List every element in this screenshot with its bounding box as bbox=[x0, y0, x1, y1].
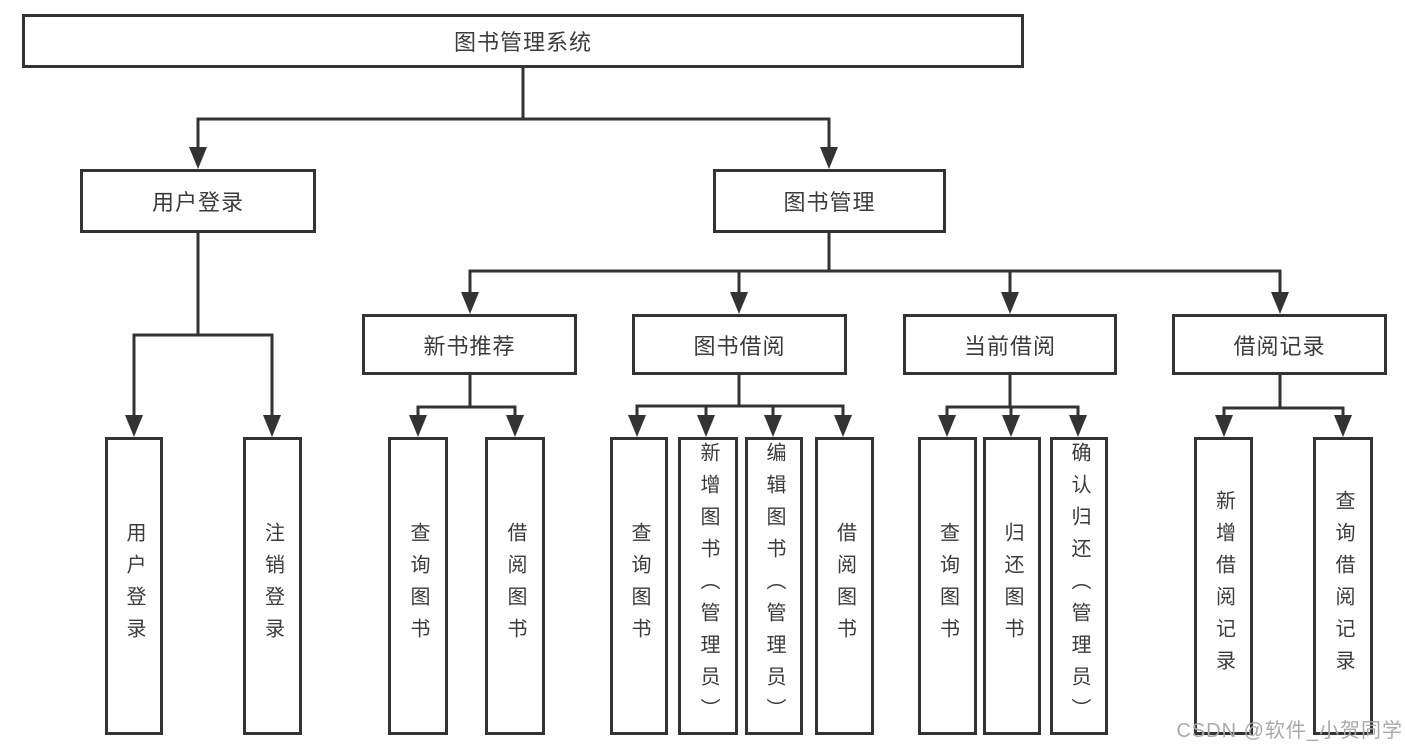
leaf-user-login: 用户登录 bbox=[105, 437, 163, 735]
leaf-borrow-books: 借阅图书 bbox=[815, 437, 874, 735]
leaf-query-books-borrow: 查询图书 bbox=[610, 437, 668, 735]
node-label: 借阅记录 bbox=[1233, 333, 1326, 359]
node-label: 查询图书 bbox=[407, 522, 429, 650]
connector-newbook-branch bbox=[416, 373, 517, 427]
arrow-icon bbox=[938, 415, 956, 437]
arrow-icon bbox=[820, 147, 838, 169]
arrow-icon bbox=[697, 415, 715, 437]
node-label: 注销登录 bbox=[261, 522, 284, 650]
csdn-watermark: CSDN @软件_小贺同学 bbox=[1176, 720, 1403, 742]
node-user-login-module: 用户登录 bbox=[80, 169, 316, 233]
node-borrowing-records: 借阅记录 bbox=[1172, 314, 1387, 375]
connector-bookmgmt-branch bbox=[468, 231, 1282, 304]
leaf-query-borrow-record: 查询借阅记录 bbox=[1313, 437, 1373, 735]
node-label: 用户登录 bbox=[123, 522, 145, 650]
leaf-query-books-current: 查询图书 bbox=[918, 437, 977, 735]
node-label: 用户登录 bbox=[151, 190, 244, 215]
leaf-query-books-recommend: 查询图书 bbox=[388, 437, 448, 735]
leaf-add-books-admin: 新增图书（管理员） bbox=[678, 437, 738, 735]
leaf-borrow-books-recommend: 借阅图书 bbox=[485, 437, 545, 735]
node-book-borrowing: 图书借阅 bbox=[632, 314, 847, 375]
node-label: 图书借阅 bbox=[693, 333, 786, 359]
arrow-icon bbox=[1001, 292, 1019, 314]
node-label: 新增图书（管理员） bbox=[697, 442, 719, 730]
arrowheads bbox=[125, 147, 1352, 437]
arrow-icon bbox=[1215, 415, 1233, 437]
arrow-icon bbox=[263, 415, 281, 437]
connector-borrow-branch bbox=[635, 373, 845, 427]
node-label: 图书管理 bbox=[783, 190, 876, 215]
arrow-icon bbox=[1002, 415, 1020, 437]
node-label: 图书管理系统 bbox=[453, 30, 592, 55]
leaf-confirm-return-admin: 确认归还（管理员） bbox=[1050, 437, 1108, 735]
arrow-icon bbox=[506, 415, 524, 437]
leaf-return-books: 归还图书 bbox=[983, 437, 1041, 735]
arrow-icon bbox=[834, 415, 852, 437]
node-label: 新书推荐 bbox=[423, 333, 516, 359]
node-label: 当前借阅 bbox=[963, 333, 1056, 359]
arrow-icon bbox=[628, 415, 646, 437]
node-label: 确认归还（管理员） bbox=[1068, 442, 1090, 730]
node-label: 借阅图书 bbox=[833, 522, 856, 650]
node-label: 新增借阅记录 bbox=[1212, 490, 1235, 682]
node-new-book-recommend: 新书推荐 bbox=[362, 314, 577, 375]
arrow-icon bbox=[1069, 415, 1087, 437]
arrow-icon bbox=[125, 415, 143, 437]
arrow-icon bbox=[764, 415, 782, 437]
node-label: 查询图书 bbox=[628, 522, 650, 650]
connector-userlogin-branch bbox=[132, 231, 274, 427]
node-label: 查询图书 bbox=[936, 522, 959, 650]
arrow-icon bbox=[409, 415, 427, 437]
connector-root-to-level2 bbox=[196, 66, 831, 159]
node-book-management-module: 图书管理 bbox=[713, 169, 946, 233]
leaf-edit-books-admin: 编辑图书（管理员） bbox=[745, 437, 803, 735]
node-root-system: 图书管理系统 bbox=[22, 14, 1024, 68]
arrow-icon bbox=[730, 292, 748, 314]
node-label: 编辑图书（管理员） bbox=[763, 442, 785, 730]
arrow-icon bbox=[1271, 292, 1289, 314]
leaf-logout: 注销登录 bbox=[243, 437, 302, 735]
node-label: 借阅图书 bbox=[504, 522, 526, 650]
node-current-borrowing: 当前借阅 bbox=[903, 314, 1117, 375]
node-label: 查询借阅记录 bbox=[1332, 490, 1354, 682]
arrow-icon bbox=[1334, 415, 1352, 437]
node-label: 归还图书 bbox=[1001, 522, 1023, 650]
connector-record-branch bbox=[1222, 373, 1345, 427]
leaf-add-borrow-record: 新增借阅记录 bbox=[1194, 437, 1253, 735]
arrow-icon bbox=[461, 292, 479, 314]
arrow-icon bbox=[189, 147, 207, 169]
